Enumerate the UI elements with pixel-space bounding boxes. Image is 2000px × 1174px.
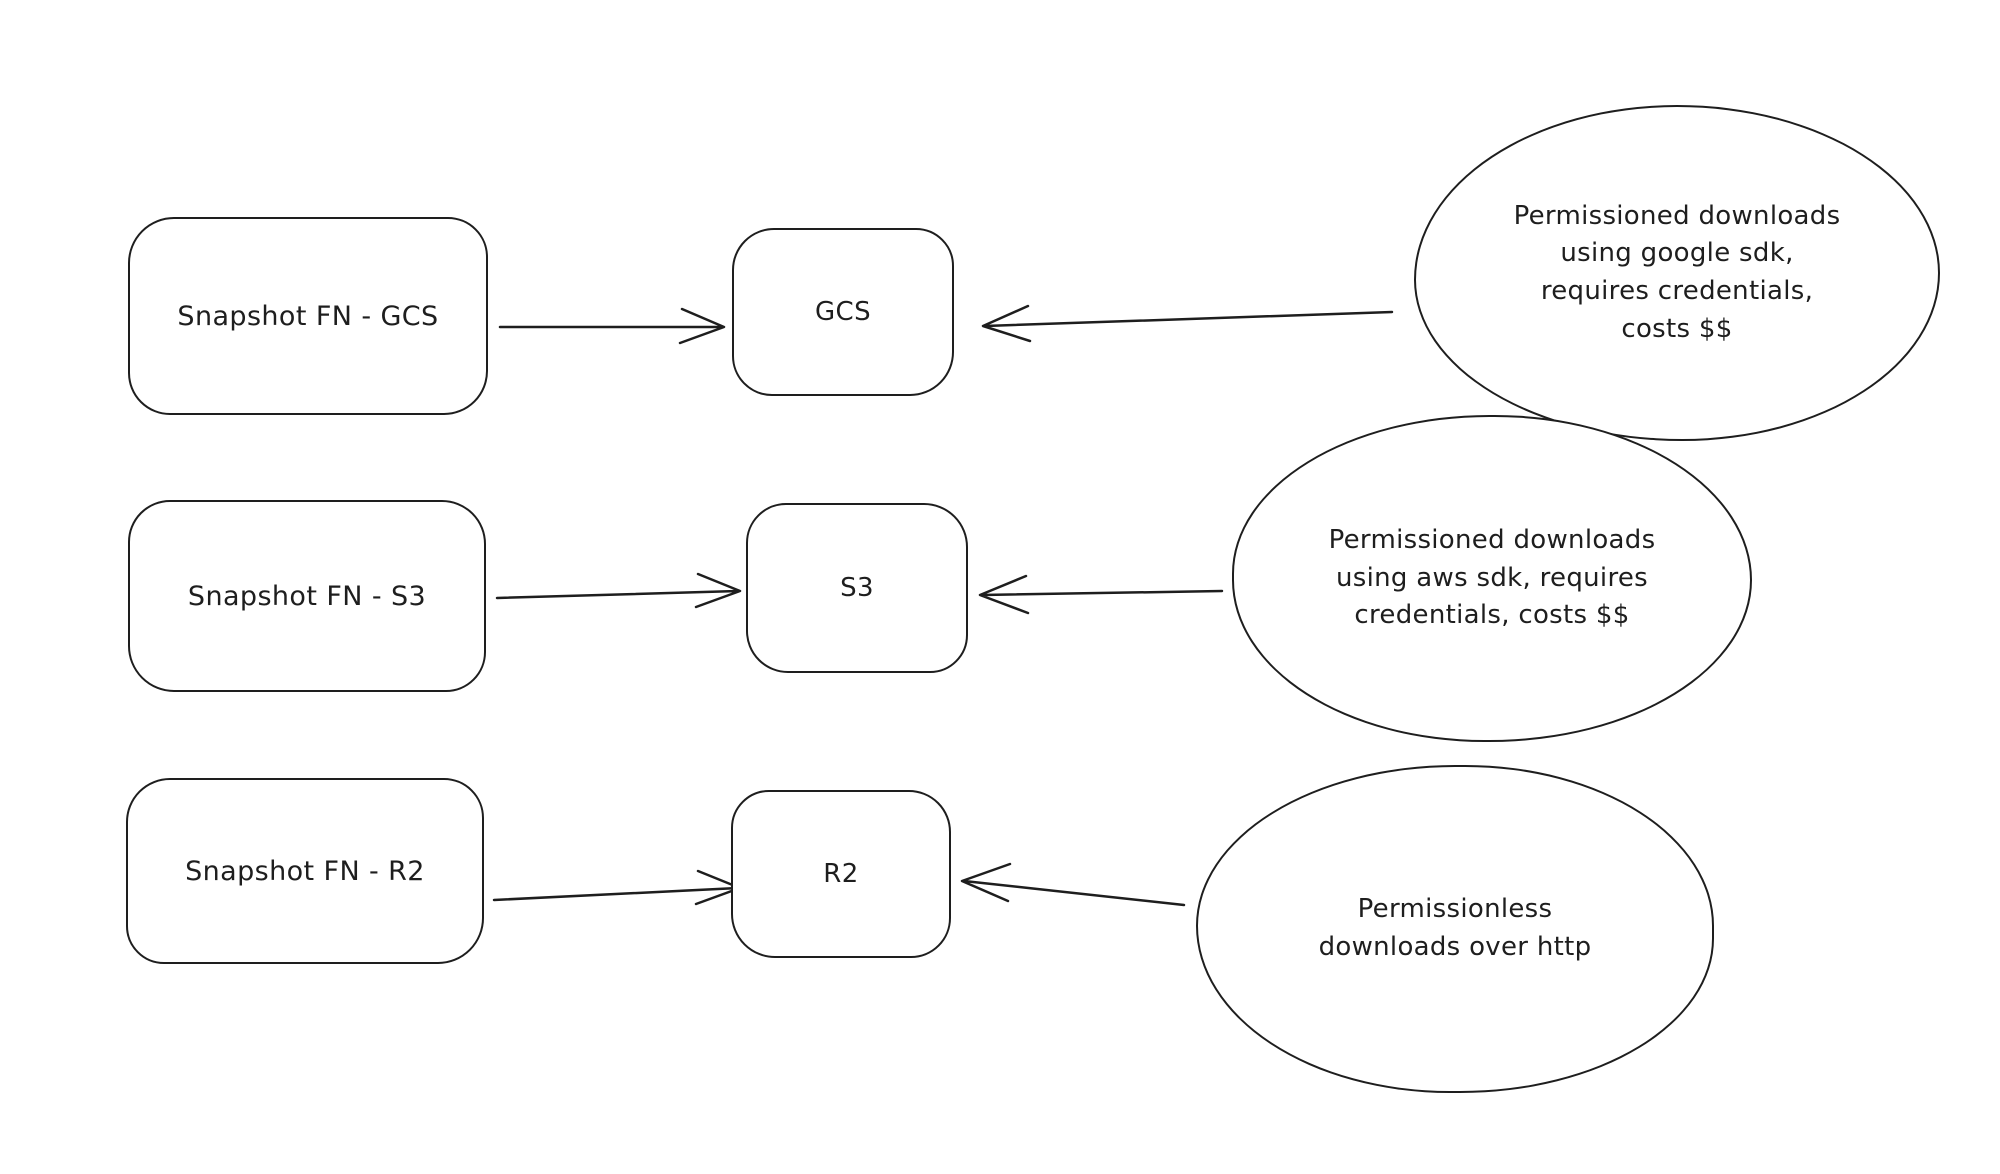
s3-note-ellipse: Permissioned downloads using aws sdk, re…: [1232, 415, 1752, 742]
gcs-label: GCS: [814, 297, 871, 327]
gcs-note-text: Permissioned downloads using google sdk,…: [1513, 200, 1841, 344]
snapshot-fn-r2-box: Snapshot FN - R2: [126, 778, 484, 964]
arrow-snapshot-gcs-to-gcs: [498, 307, 726, 345]
gcs-note-ellipse: Permissioned downloads using google sdk,…: [1414, 105, 1940, 441]
r2-box: R2: [731, 790, 951, 958]
s3-label: S3: [840, 573, 874, 603]
arrow-note-to-s3: [978, 574, 1224, 615]
r2-label: R2: [823, 859, 859, 889]
s3-note-text: Permissioned downloads using aws sdk, re…: [1328, 524, 1656, 631]
snapshot-fn-s3-label: Snapshot FN - S3: [187, 580, 427, 612]
r2-note-ellipse: Permissionless downloads over http: [1196, 765, 1714, 1093]
arrow-snapshot-s3-to-s3: [495, 572, 742, 609]
r2-note-text: Permissionless downloads over http: [1318, 894, 1592, 962]
arrow-snapshot-r2-to-r2: [492, 869, 742, 906]
gcs-box: GCS: [732, 228, 954, 396]
snapshot-fn-s3-box: Snapshot FN - S3: [128, 500, 486, 692]
snapshot-fn-r2-label: Snapshot FN - R2: [185, 855, 425, 887]
arrow-note-to-r2: [960, 862, 1186, 907]
arrow-note-to-gcs: [981, 304, 1394, 343]
snapshot-fn-gcs-label: Snapshot FN - GCS: [177, 300, 439, 332]
snapshot-fn-gcs-box: Snapshot FN - GCS: [128, 217, 488, 415]
s3-box: S3: [746, 503, 968, 673]
